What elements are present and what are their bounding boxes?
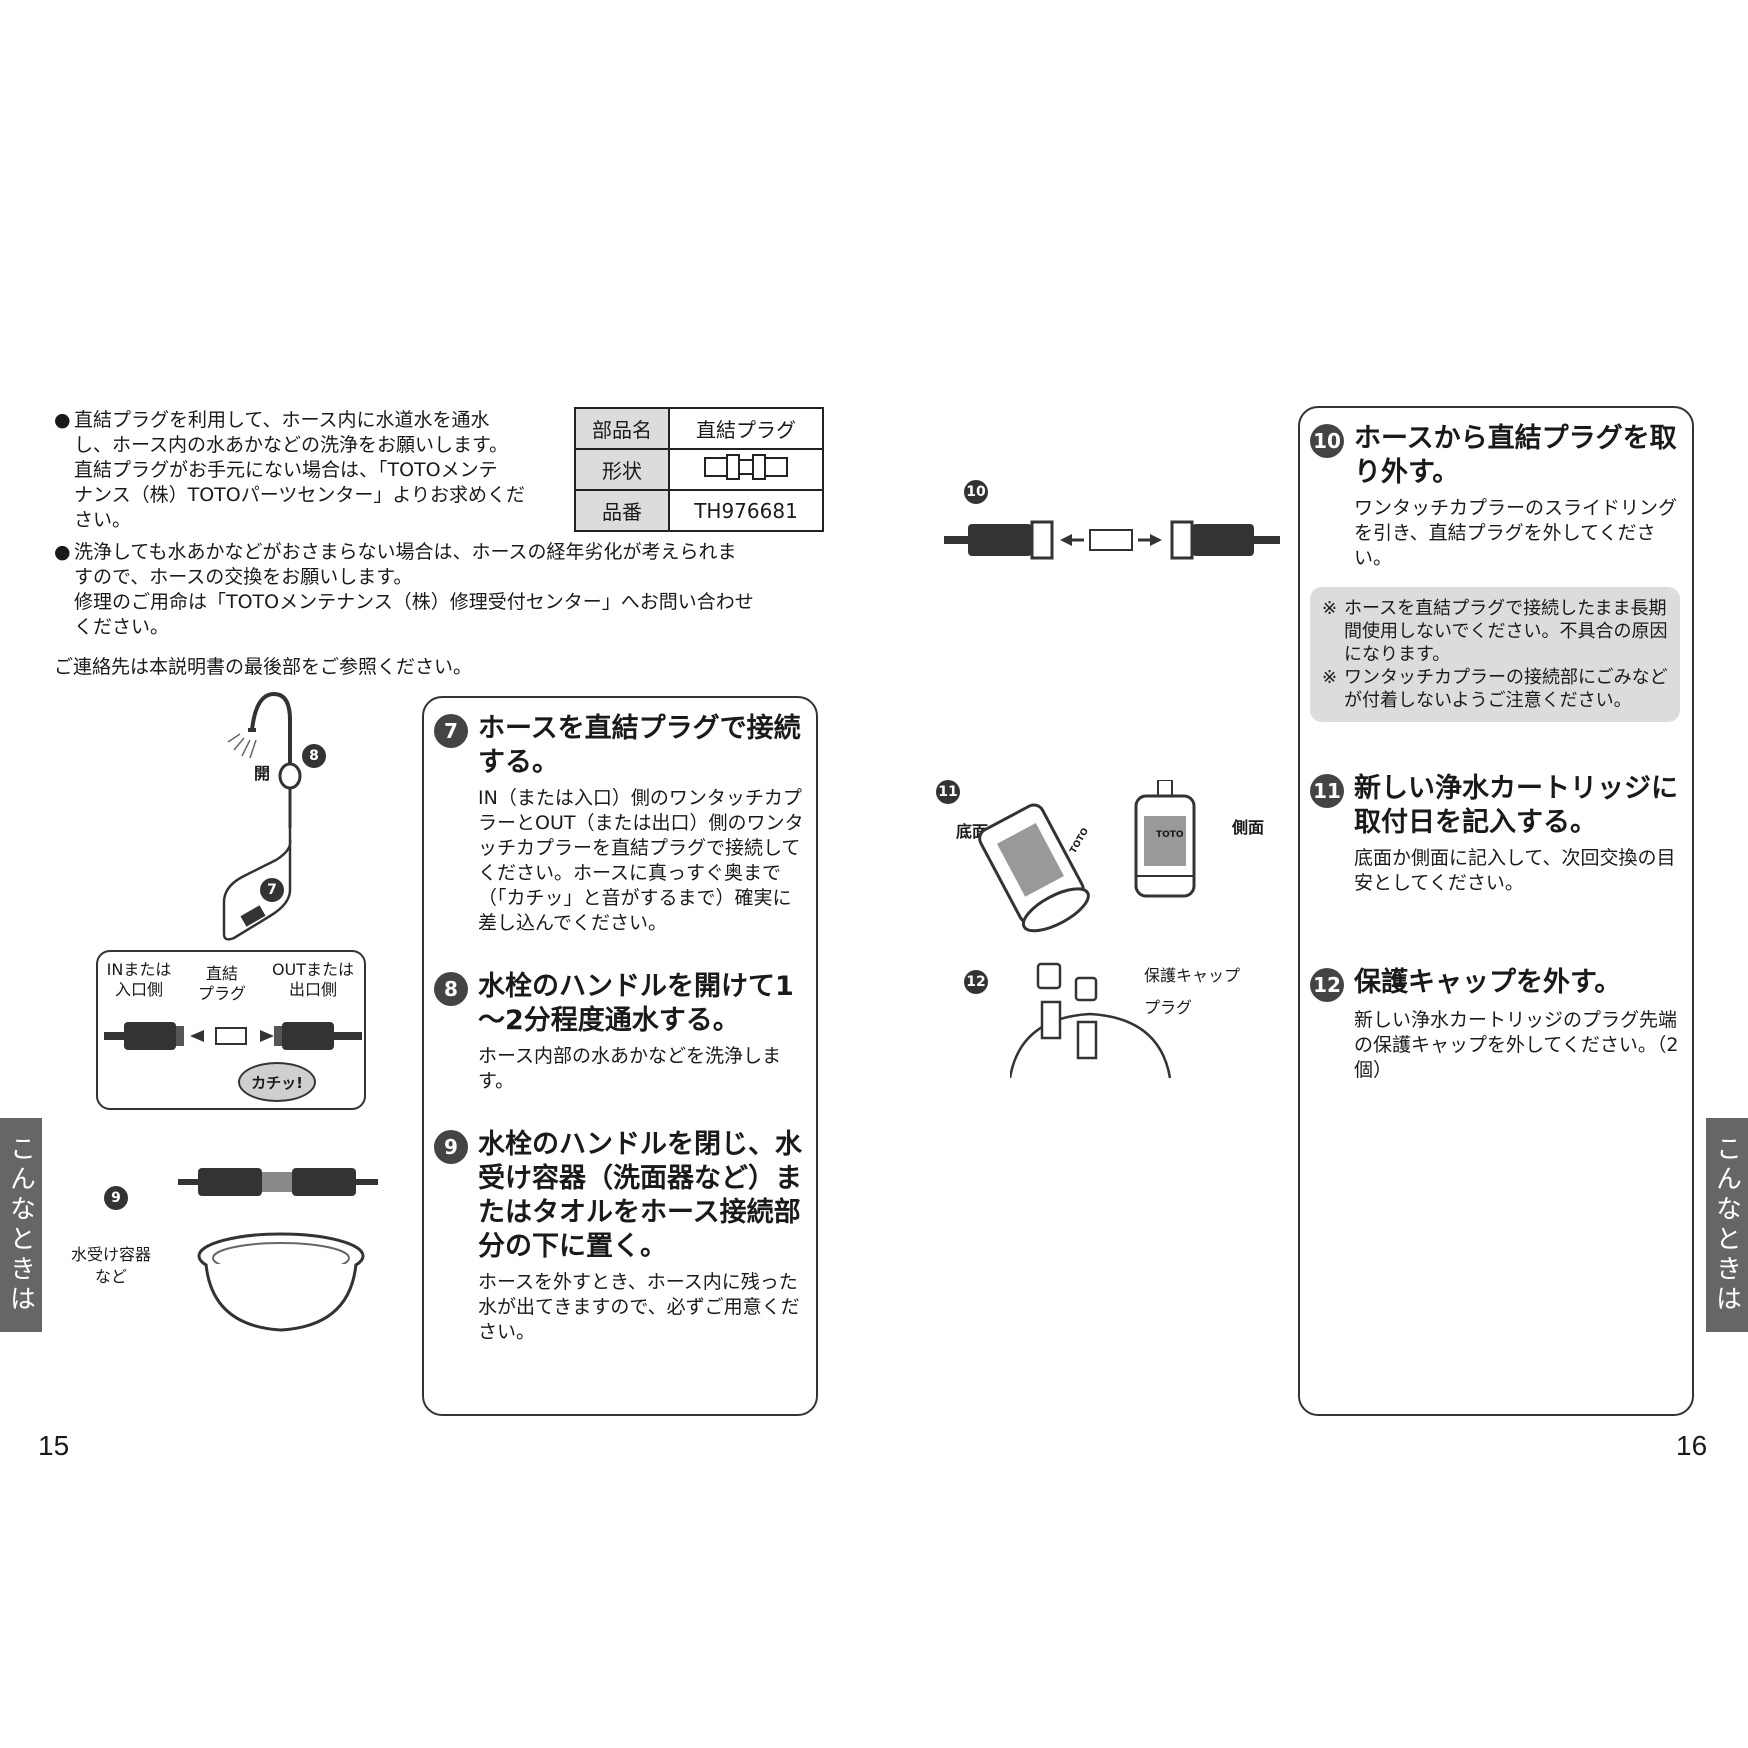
parts-table: 部品名 直結プラグ 形状 品番 TH976681 [574, 407, 824, 532]
plug-part-label: プラグ [1144, 998, 1193, 1017]
step-8-number: 8 [434, 972, 468, 1006]
bullet-mark: ● [54, 541, 71, 563]
step-10: 10 ホースから直結プラグを取り外す。 ワンタッチカプラーのスライドリングを引き… [1310, 422, 1680, 571]
faucet-illustration [222, 691, 302, 941]
step-8-marker: 8 [302, 744, 326, 768]
step-9: 9 水栓のハンドルを閉じ、水受け容器（洗面器など）またはタオルをホース接続部分の… [434, 1128, 804, 1345]
step-10-marker: 10 [964, 480, 988, 504]
step-7-marker: 7 [260, 878, 284, 902]
bullet-mark: ● [54, 409, 71, 431]
parts-shape-label: 形状 [574, 448, 670, 491]
intro-line: 直結プラグがお手元にない場合は、「TOTOメンテ [74, 459, 498, 481]
step-9-title: 水栓のハンドルを閉じ、水受け容器（洗面器など）またはタオルをホース接続部分の下に… [478, 1129, 802, 1262]
step-11-title: 新しい浄水カートリッジに取付日を記入する。 [1354, 773, 1678, 838]
step-11-number: 11 [1310, 774, 1344, 808]
step-12-body: 新しい浄水カートリッジのプラグ先端の保護キャップを外してください。（2個） [1354, 1009, 1679, 1081]
step-11-marker: 11 [936, 780, 960, 804]
intro-line: し、ホース内の水あかなどの洗浄をお願いします。 [74, 434, 509, 456]
intro-bullet-2: ● 洗浄しても水あかなどがおさまらない場合は、ホースの経年劣化が考えられま すの… [54, 540, 824, 640]
step-10-number: 10 [1310, 424, 1344, 458]
intro-line: ナンス（株）TOTOパーツセンター」よりお求めくだ [74, 484, 525, 506]
step-9-number: 9 [434, 1130, 468, 1164]
caution-note-2: ワンタッチカプラーの接続部にごみなどが付着しないようご注意ください。 [1344, 667, 1668, 711]
intro-line: 修理のご用命は「TOTOメンテナンス（株）修理受付センター」へお問い合わせ [74, 591, 754, 613]
step-10-body: ワンタッチカプラーのスライドリングを引き、直結プラグを外してください。 [1354, 497, 1678, 569]
step-12-number: 12 [1310, 968, 1344, 1002]
steps-10-12-box: 10 ホースから直結プラグを取り外す。 ワンタッチカプラーのスライドリングを引き… [1298, 406, 1694, 1416]
step-9-body: ホースを外すとき、ホース内に残った水が出てきますので、必ずご用意ください。 [478, 1271, 800, 1343]
contact-note: ご連絡先は本説明書の最後部をご参照ください。 [54, 656, 473, 678]
page-number-right: 16 [1676, 1430, 1708, 1461]
caution-note-1: ホースを直結プラグで接続したまま長期間使用しないでください。不具合の原因になりま… [1344, 598, 1668, 665]
intro-line: 洗浄しても水あかなどがおさまらない場合は、ホースの経年劣化が考えられま [74, 541, 737, 563]
step-11-body: 底面か側面に記入して、次回交換の目安としてください。 [1354, 847, 1676, 894]
side-face-label: 側面 [1232, 818, 1265, 837]
protective-cap-diagram [1010, 962, 1172, 1078]
intro-bullet-1: ● 直結プラグを利用して、ホース内に水道水を通水 し、ホース内の水あかなどの洗浄… [54, 408, 534, 533]
intro-line: さい。 [74, 509, 132, 531]
side-tab-right: こんなときは [1706, 1118, 1748, 1332]
cartridge-brand-side: TOTO [1156, 830, 1184, 840]
step-12: 12 保護キャップを外す。 新しい浄水カートリッジのプラグ先端の保護キャップを外… [1310, 966, 1680, 1083]
intro-line: 直結プラグを利用して、ホース内に水道水を通水 [74, 409, 490, 431]
step-8-body: ホース内部の水あかなどを洗浄します。 [478, 1045, 782, 1092]
step-8-title: 水栓のハンドルを開けて1～2分程度通水する。 [478, 971, 794, 1036]
step-11: 11 新しい浄水カートリッジに取付日を記入する。 底面か側面に記入して、次回交換… [1310, 772, 1680, 896]
caution-notes: ※ ホースを直結プラグで接続したまま長期間使用しないでください。不具合の原因にな… [1310, 587, 1680, 722]
cap-label: 保護キャップ [1144, 966, 1241, 985]
step-12-marker: 12 [964, 970, 988, 994]
plug-removal-diagram [944, 520, 1280, 560]
plug-label: 直結 プラグ [197, 964, 246, 1003]
out-side-label: OUTまたは 出口側 [271, 960, 355, 999]
coupler-connection-diagram [104, 1022, 362, 1050]
parts-name-value: 直結プラグ [668, 407, 824, 450]
parts-number-value: TH976681 [668, 489, 824, 532]
click-bubble: カチッ! [238, 1062, 316, 1102]
step-7-number: 7 [434, 714, 468, 748]
step-9-marker: 9 [104, 1186, 128, 1210]
steps-7-9-box: 7 ホースを直結プラグで接続する。 IN（または入口）側のワンタッチカプラーとO… [422, 696, 818, 1416]
parts-number-label: 品番 [574, 489, 670, 532]
open-label: 開 [254, 764, 271, 783]
click-label: カチッ! [251, 1073, 303, 1092]
step-7-title: ホースを直結プラグで接続する。 [478, 713, 801, 778]
step-8: 8 水栓のハンドルを開けて1～2分程度通水する。 ホース内部の水あかなどを洗浄し… [434, 970, 804, 1094]
plug-shape-image [668, 448, 824, 491]
step-10-title: ホースから直結プラグを取り外す。 [1354, 423, 1677, 488]
page-number-left: 15 [38, 1430, 70, 1461]
step-12-title: 保護キャップを外す。 [1354, 967, 1622, 998]
intro-line: すので、ホースの交換をお願いします。 [74, 566, 413, 588]
basin-label: 水受け容器 など [70, 1245, 151, 1286]
step-7: 7 ホースを直結プラグで接続する。 IN（または入口）側のワンタッチカプラーとO… [434, 712, 804, 936]
connection-detail-box: INまたは 入口側 直結 プラグ OUTまたは 出口側 カチッ! [96, 950, 366, 1110]
cartridge-bottom-view [978, 803, 1090, 933]
connected-hose-diagram [178, 1168, 378, 1196]
faucet-hose-figure [94, 690, 394, 1110]
step-7-body: IN（または入口）側のワンタッチカプラーとOUT（または出口）側のワンタッチカプ… [478, 787, 804, 934]
intro-line: ください。 [74, 616, 170, 638]
note-mark: ※ [1322, 598, 1338, 619]
side-tab-left: こんなときは [0, 1118, 42, 1332]
note-mark: ※ [1322, 667, 1338, 688]
plug-icon [704, 454, 788, 480]
water-basin-icon [197, 1232, 365, 1332]
in-side-label: INまたは 入口側 [106, 960, 172, 999]
cartridge-side-view [1134, 780, 1196, 898]
parts-name-label: 部品名 [574, 407, 670, 450]
